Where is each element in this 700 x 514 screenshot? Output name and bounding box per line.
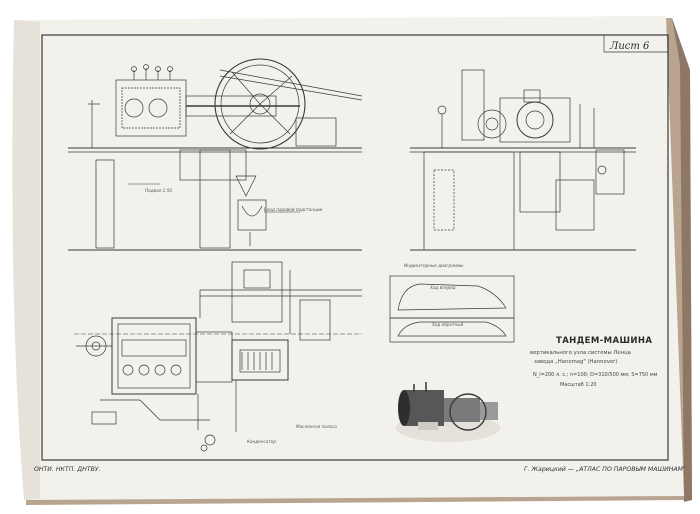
atlas-footer: Г. Жарицкий — „АТЛАС ПО ПАРОВЫМ МАШИНАМ" — [524, 466, 686, 473]
side-elevation-drawing — [68, 58, 363, 251]
sheet-number: Лист 6 — [610, 41, 650, 52]
indicator-diagram-label: Индикаторные диаграммы — [404, 263, 464, 268]
publisher-footer: ОНТИ. НКТП. ДНТВУ. — [34, 466, 101, 473]
reverse-stroke-label: Ход обратный — [432, 322, 464, 327]
title-line-2: завода „Hanomag" (Hannover) — [534, 359, 618, 365]
cylinder-label: Вход паровой подстанции — [264, 207, 323, 212]
forward-stroke-label: Ход вперед — [430, 285, 456, 290]
machine-illustration — [396, 382, 500, 442]
scale-note: Масштаб 1:20 — [560, 382, 597, 388]
book-cover-edge — [672, 18, 692, 502]
page-sheet — [12, 16, 684, 500]
title-line-1: вертикального узла системы Ленца — [530, 350, 631, 356]
indicator-diagrams — [389, 275, 515, 343]
basement-label: Подвал 1:50 — [145, 188, 173, 193]
drawing-frame — [41, 34, 669, 461]
plan-view-drawing — [74, 261, 362, 452]
page-spine-shadow — [12, 20, 40, 500]
oil-line-label: Маслянная полоса — [296, 424, 337, 429]
condenser-label: Конденсатор — [247, 439, 277, 444]
end-elevation-drawing — [410, 69, 636, 251]
specifications: N_i=200 л. с.; n=100; D=310/500 мм; S=75… — [533, 372, 658, 378]
page-title: ТАНДЕМ-МАШИНА — [556, 336, 653, 346]
